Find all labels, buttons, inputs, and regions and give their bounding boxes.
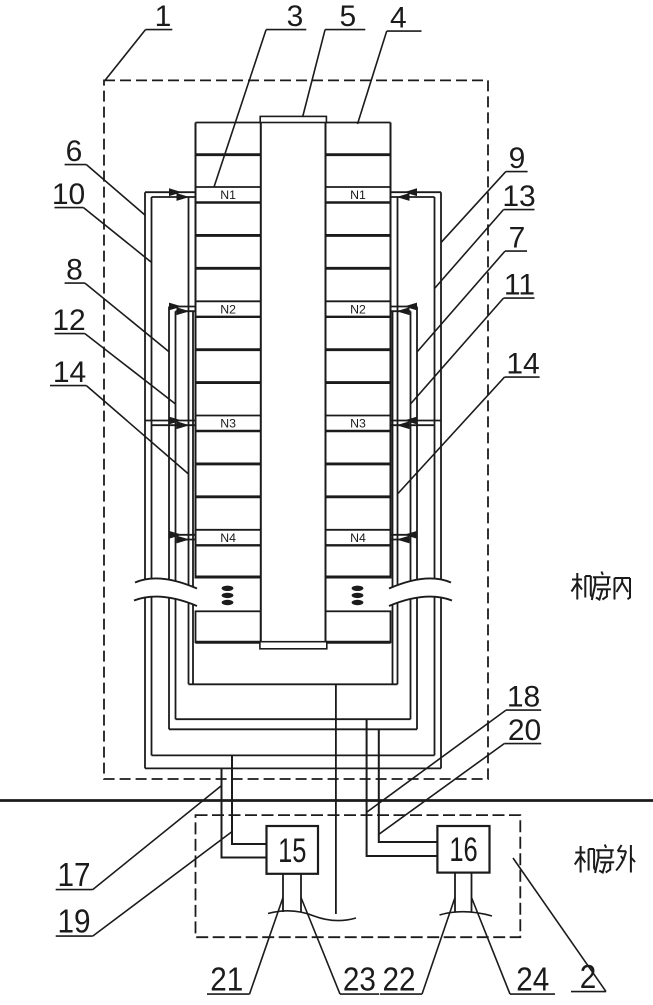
svg-text:6: 6 (66, 135, 83, 168)
svg-text:8: 8 (66, 254, 83, 287)
svg-text:N4: N4 (220, 531, 236, 545)
svg-text:24: 24 (516, 961, 549, 998)
svg-text:19: 19 (57, 903, 90, 940)
svg-text:N1: N1 (220, 188, 236, 202)
svg-text:23: 23 (343, 961, 376, 998)
svg-text:18: 18 (507, 681, 540, 714)
svg-text:16: 16 (449, 832, 477, 869)
svg-text:14: 14 (506, 348, 539, 381)
svg-text:13: 13 (502, 180, 535, 213)
svg-text:N3: N3 (220, 417, 236, 431)
svg-text:2: 2 (580, 959, 597, 996)
svg-text:N1: N1 (350, 188, 366, 202)
svg-text:22: 22 (382, 961, 415, 998)
svg-text:4: 4 (390, 2, 407, 35)
svg-text:14: 14 (53, 356, 86, 389)
svg-text:5: 5 (339, 0, 356, 33)
svg-text:1: 1 (155, 0, 172, 33)
svg-text:15: 15 (278, 833, 306, 870)
svg-text:12: 12 (52, 304, 85, 337)
svg-text:9: 9 (509, 142, 526, 175)
svg-text:17: 17 (57, 857, 90, 894)
svg-text:20: 20 (508, 714, 541, 747)
svg-text:N2: N2 (350, 302, 366, 316)
svg-text:N2: N2 (220, 302, 236, 316)
svg-text:10: 10 (52, 178, 85, 211)
svg-text:N4: N4 (350, 531, 366, 545)
svg-text:N3: N3 (350, 417, 366, 431)
svg-text:21: 21 (210, 961, 243, 998)
svg-text:7: 7 (509, 222, 526, 255)
svg-text:11: 11 (504, 269, 535, 302)
svg-text:3: 3 (287, 0, 304, 33)
